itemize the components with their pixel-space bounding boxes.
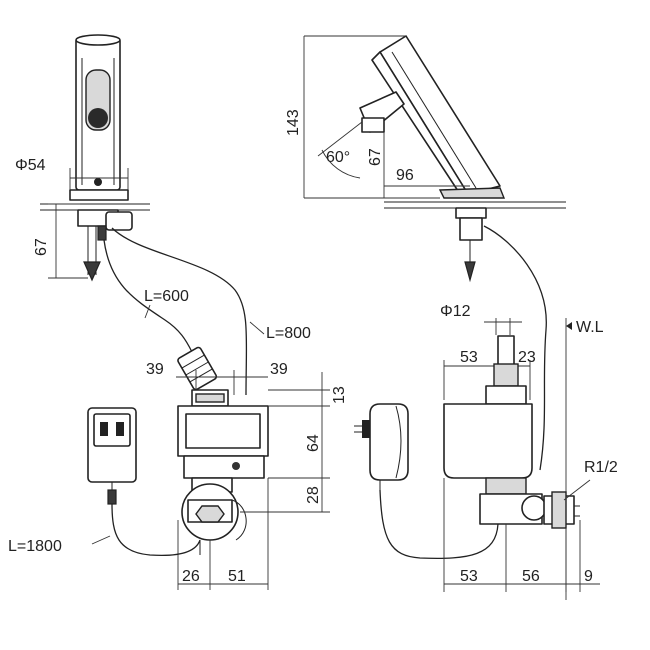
faucet-spout-side [359,35,506,199]
solenoid-valve-front [181,477,247,555]
dim-9-label: 9 [584,568,593,585]
dim-28-label: 28 [305,486,322,504]
dim-bottom-left: 26 51 [177,478,269,590]
dim-67-left-label: 67 [33,238,50,256]
cable-connector [177,346,218,391]
dim-143: 143 [285,35,440,199]
side-view: 143 60° 67 96 [285,35,618,600]
dim-13-label: 13 [331,386,348,404]
front-view: Φ54 67 L=600 L=800 [8,34,348,590]
dim-143-label: 143 [285,109,302,136]
dim-wl-label: W.L [576,319,604,336]
dim-l600-label: L=600 [144,288,189,305]
dim-angle60-label: 60° [326,149,350,166]
dim-angle-60: 60° [317,121,363,179]
dim-51-label: 51 [228,568,246,585]
dim-l800-label: L=800 [266,325,311,342]
control-box-front [177,389,269,479]
dim-l1800-label: L=1800 [8,538,62,555]
power-adapter [354,403,409,490]
dim-67-right: 67 [367,132,385,198]
dim-96-label: 96 [396,167,414,184]
dim-56-label: 56 [522,568,540,585]
dim-r12-label: R1/2 [584,459,618,476]
dim-53-top-label: 53 [460,349,478,366]
control-box-side [443,335,533,495]
dim-26-label: 26 [182,568,200,585]
dim-67-left: 67 [33,203,88,279]
faucet-shank-side [455,207,547,471]
dim-39-pair: 39 39 [146,361,288,395]
dim-96: 96 [384,167,470,187]
faucet-spout-front [75,34,121,191]
dim-67-right-label: 67 [367,148,384,166]
sensor-window-icon [88,108,108,128]
dim-53-bottom-label: 53 [460,568,478,585]
solenoid-valve-side [379,489,580,560]
dim-vertical-stack: 13 64 28 [240,372,348,513]
dim-23-label: 23 [518,349,536,366]
faucet-base-front [40,178,150,282]
dim-39-left-label: 39 [146,361,164,378]
sensor-cable-600: L=600 [103,227,248,396]
dim-64-label: 64 [305,434,322,452]
power-outlet-box: L=1800 [8,407,201,557]
dim-phi12-label: Φ12 [440,303,471,320]
dim-side-bottom: 53 56 9 [443,478,600,592]
dim-phi54: Φ54 [15,157,129,190]
dim-phi54-label: Φ54 [15,157,46,174]
dim-r12: R1/2 [563,459,618,501]
dim-39-right-label: 39 [270,361,288,378]
dim-phi12: Φ12 [440,303,522,335]
